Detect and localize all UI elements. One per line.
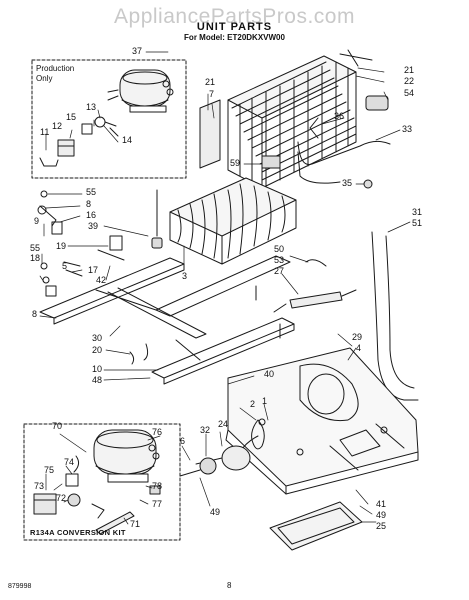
condenser-bracket [199, 99, 221, 169]
tube-31 [371, 231, 419, 401]
callout-72: 72 [56, 493, 67, 503]
kit-small-parts [33, 455, 135, 535]
callout-75: 75 [44, 465, 55, 475]
callout-71: 71 [130, 519, 141, 529]
callout-42: 42 [96, 275, 107, 285]
callout-37: 37 [132, 46, 143, 56]
production-only-box [31, 59, 187, 179]
clip-50 [305, 259, 327, 267]
base-frame-rails [39, 255, 295, 385]
conversion-kit-label: R134A CONVERSION KIT [30, 528, 126, 537]
callout-55: 55 [30, 243, 41, 253]
callout-25: 25 [376, 521, 387, 531]
fan-blade-motor [179, 419, 265, 477]
tube-51 [385, 235, 415, 389]
callout-50: 50 [274, 244, 285, 254]
callout-49: 49 [376, 510, 387, 520]
tube-33 [297, 140, 391, 166]
callout-4: 4 [356, 343, 362, 353]
callout-35: 35 [342, 178, 353, 188]
callout-21: 21 [205, 77, 216, 87]
callout-41: 41 [376, 499, 387, 509]
compressor-base-plate [225, 347, 419, 495]
callout-32: 32 [200, 425, 211, 435]
callout-55: 55 [86, 187, 97, 197]
doc-number: 879998 [8, 583, 32, 590]
evaporator-coil [169, 177, 297, 265]
drier-27 [273, 289, 357, 313]
callout-22: 22 [404, 76, 415, 86]
clip-54 [365, 95, 389, 111]
kit-compressor [93, 429, 161, 495]
callout-7: 7 [209, 89, 215, 99]
page-title: UNIT PARTS [196, 21, 273, 33]
callout-18: 18 [30, 253, 41, 263]
small-hardware [37, 189, 281, 365]
callout-19: 19 [56, 241, 67, 251]
condenser-coil [227, 55, 357, 189]
callout-16: 16 [86, 210, 97, 220]
callout-53: 53 [274, 255, 285, 265]
callout-40: 40 [264, 369, 275, 379]
callout-74: 74 [64, 457, 75, 467]
callout-36: 36 [334, 111, 345, 121]
callout-33: 33 [402, 124, 413, 134]
callout-12: 12 [52, 121, 63, 131]
model-line: For Model: ET20DKXVW00 [184, 33, 285, 42]
callout-1: 1 [262, 396, 268, 406]
fitting-35 [363, 179, 373, 189]
callout-14: 14 [122, 135, 133, 145]
page-number: 8 [227, 581, 232, 590]
callout-59: 59 [230, 158, 241, 168]
production-compressor [107, 69, 174, 113]
callout-29: 29 [352, 332, 363, 342]
callout-51: 51 [412, 218, 423, 228]
conversion-kit-box [23, 423, 181, 541]
callout-15: 15 [66, 112, 77, 122]
callout-13: 13 [86, 102, 97, 112]
callout-70: 70 [52, 421, 63, 431]
callout-27: 27 [274, 266, 285, 276]
callout-8: 8 [32, 309, 38, 319]
callout-21: 21 [404, 65, 415, 75]
leader-lines [39, 51, 411, 525]
callout-20: 20 [92, 345, 103, 355]
watermark: AppliancePartsPros.com [114, 5, 355, 28]
callout-6: 6 [180, 436, 186, 446]
callout-3: 3 [182, 271, 188, 281]
drain-pan [269, 501, 363, 551]
callout-17: 17 [88, 265, 99, 275]
callout-24: 24 [218, 419, 229, 429]
callout-73: 73 [34, 481, 45, 491]
callout-8: 8 [86, 199, 92, 209]
callout-2: 2 [250, 399, 256, 409]
callout-48: 48 [92, 375, 103, 385]
callout-54: 54 [404, 88, 415, 98]
callout-9: 9 [34, 216, 40, 226]
callout-10: 10 [92, 364, 103, 374]
callout-49: 49 [210, 507, 221, 517]
callout-39: 39 [88, 221, 99, 231]
callout-76: 76 [152, 427, 163, 437]
drier-59 [261, 155, 281, 169]
callout-78: 78 [152, 481, 163, 491]
callout-11: 11 [40, 127, 50, 137]
callout-77: 77 [152, 499, 163, 509]
callout-30: 30 [92, 333, 103, 343]
callout-5: 5 [62, 261, 68, 271]
production-only-label: Production Only [36, 64, 75, 83]
callout-31: 31 [412, 207, 423, 217]
clip-36 [309, 117, 319, 139]
